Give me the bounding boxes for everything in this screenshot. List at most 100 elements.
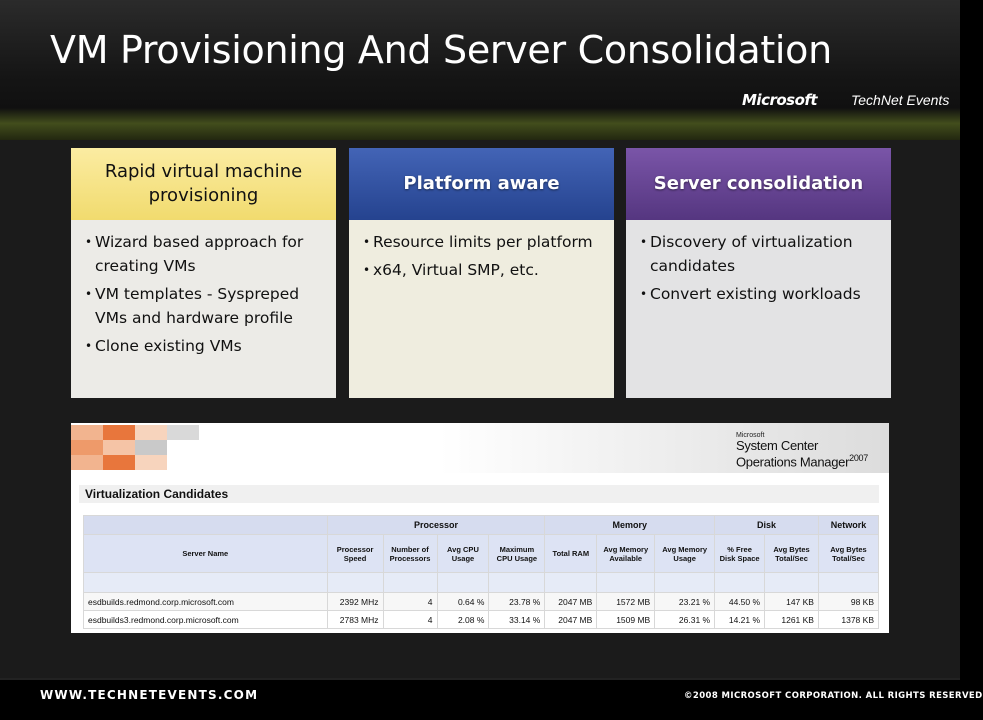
table-cell: 2.08 %: [436, 610, 490, 629]
column-header[interactable]: % Free Disk Space: [714, 534, 766, 573]
bullet-text: VM templates - Syspreped VMs and hardwar…: [95, 285, 300, 327]
report-section-title: Virtualization Candidates: [79, 485, 879, 503]
bullet-text: Clone existing VMs: [95, 337, 242, 355]
footer-url-link[interactable]: WWW.TECHNETEVENTS.COM: [40, 688, 259, 702]
column-header[interactable]: Avg Bytes Total/Sec: [764, 534, 819, 573]
banner-tile: [135, 455, 167, 470]
table-row[interactable]: esdbuilds.redmond.corp.microsoft.com 239…: [83, 592, 880, 611]
empty-cell: [326, 572, 384, 593]
bullet-icon: •: [640, 235, 648, 249]
group-cell-empty: [83, 515, 328, 535]
column-platform-aware: Platform aware •Resource limits per plat…: [349, 148, 614, 398]
bullet-item: •Wizard based approach for creating VMs: [85, 230, 326, 278]
empty-cell: [83, 572, 328, 593]
column-header[interactable]: Avg Memory Available: [596, 534, 656, 573]
table-cell: 2392 MHz: [326, 592, 384, 611]
bullet-text: Wizard based approach for creating VMs: [95, 233, 304, 275]
table-cell: 4: [382, 592, 438, 611]
bullet-icon: •: [363, 263, 371, 277]
empty-cell: [436, 572, 490, 593]
table-cell: 4: [382, 610, 438, 629]
column-header[interactable]: Avg CPU Usage: [436, 534, 490, 573]
column-header[interactable]: Maximum CPU Usage: [488, 534, 546, 573]
report-brand-small: Microsoft: [736, 432, 765, 439]
banner-tile: [103, 440, 135, 455]
report-brand-line1: System Center: [736, 438, 819, 453]
bullet-item: •x64, Virtual SMP, etc.: [363, 258, 604, 282]
slide-header: [0, 0, 960, 142]
bullet-icon: •: [640, 287, 648, 301]
report-brand-line2: Operations Manager: [736, 454, 850, 470]
bullet-item: •VM templates - Syspreped VMs and hardwa…: [85, 282, 326, 330]
column-header[interactable]: Total RAM: [544, 534, 598, 573]
table-cell: 147 KB: [764, 592, 819, 611]
column-header[interactable]: Server Name: [83, 534, 328, 573]
bullet-item: •Discovery of virtualization candidates: [640, 230, 881, 278]
group-memory: Memory: [544, 515, 716, 535]
group-disk: Disk: [714, 515, 819, 535]
table-cell: 1572 MB: [596, 592, 656, 611]
empty-cell: [654, 572, 716, 593]
banner-tile: [71, 440, 103, 455]
bullet-text: x64, Virtual SMP, etc.: [373, 261, 539, 279]
empty-cell: [382, 572, 438, 593]
bullet-item: •Clone existing VMs: [85, 334, 326, 358]
server-name-cell: esdbuilds.redmond.corp.microsoft.com: [83, 592, 328, 611]
column-body: •Discovery of virtualization candidates …: [626, 220, 891, 398]
bullet-icon: •: [85, 339, 93, 353]
group-processor: Processor: [326, 515, 546, 535]
slide-footer: [0, 678, 960, 720]
table-cell: 2047 MB: [544, 592, 598, 611]
technet-events-logo: TechNet Events: [851, 92, 950, 108]
bullet-item: •Convert existing workloads: [640, 282, 881, 306]
report-screenshot: Microsoft System Center Operations Manag…: [71, 423, 889, 633]
banner-tile: [135, 425, 167, 440]
table-cell: 44.50 %: [714, 592, 766, 611]
table-cell: 0.64 %: [436, 592, 490, 611]
banner-tile: [71, 455, 103, 470]
table-group-header: Processor Memory Disk Network: [83, 515, 880, 535]
report-brand: System Center Operations Manager2007: [736, 439, 868, 468]
bullet-text: Discovery of virtualization candidates: [650, 233, 853, 275]
bullet-icon: •: [85, 287, 93, 301]
column-header[interactable]: Avg Bytes Total/Sec: [817, 534, 880, 573]
report-brand-line2-wrap: Operations Manager2007: [736, 452, 868, 468]
slide-title: VM Provisioning And Server Consolidation: [50, 28, 832, 72]
column-body: •Resource limits per platform •x64, Virt…: [349, 220, 614, 398]
microsoft-logo: Microsoft: [742, 91, 818, 109]
empty-cell: [596, 572, 656, 593]
table-cell: 14.21 %: [714, 610, 766, 629]
table-cell: 2783 MHz: [326, 610, 384, 629]
report-banner: Microsoft System Center Operations Manag…: [71, 423, 889, 473]
virtualization-candidates-table: Processor Memory Disk Network Server Nam…: [83, 515, 880, 629]
table-row[interactable]: esdbuilds3.redmond.corp.microsoft.com 27…: [83, 610, 880, 629]
column-heading: Rapid virtual machine provisioning: [71, 148, 336, 220]
footer-copyright: ©2008 MICROSOFT CORPORATION. ALL RIGHTS …: [684, 691, 983, 701]
bullet-item: •Resource limits per platform: [363, 230, 604, 254]
banner-tile: [71, 425, 103, 440]
column-heading: Platform aware: [349, 148, 614, 220]
empty-cell: [544, 572, 598, 593]
bullet-icon: •: [85, 235, 93, 249]
banner-tile: [103, 455, 135, 470]
table-cell: 23.21 %: [654, 592, 716, 611]
column-header[interactable]: Processor Speed: [326, 534, 384, 573]
table-column-header: Server Name Processor Speed Number of Pr…: [83, 534, 880, 573]
column-header[interactable]: Avg Memory Usage: [654, 534, 716, 573]
column-header[interactable]: Number of Processors: [382, 534, 438, 573]
banner-tile: [167, 425, 199, 440]
banner-tile: [135, 440, 167, 455]
table-cell: 98 KB: [817, 592, 880, 611]
table-filter-row: [83, 572, 880, 593]
empty-cell: [764, 572, 819, 593]
header-streak: [0, 108, 960, 142]
empty-cell: [488, 572, 546, 593]
table-cell: 1509 MB: [596, 610, 656, 629]
group-network: Network: [817, 515, 880, 535]
table-cell: 2047 MB: [544, 610, 598, 629]
table-cell: 26.31 %: [654, 610, 716, 629]
table-cell: 1261 KB: [764, 610, 819, 629]
column-server-consolidation: Server consolidation •Discovery of virtu…: [626, 148, 891, 398]
table-cell: 1378 KB: [817, 610, 880, 629]
empty-cell: [714, 572, 766, 593]
